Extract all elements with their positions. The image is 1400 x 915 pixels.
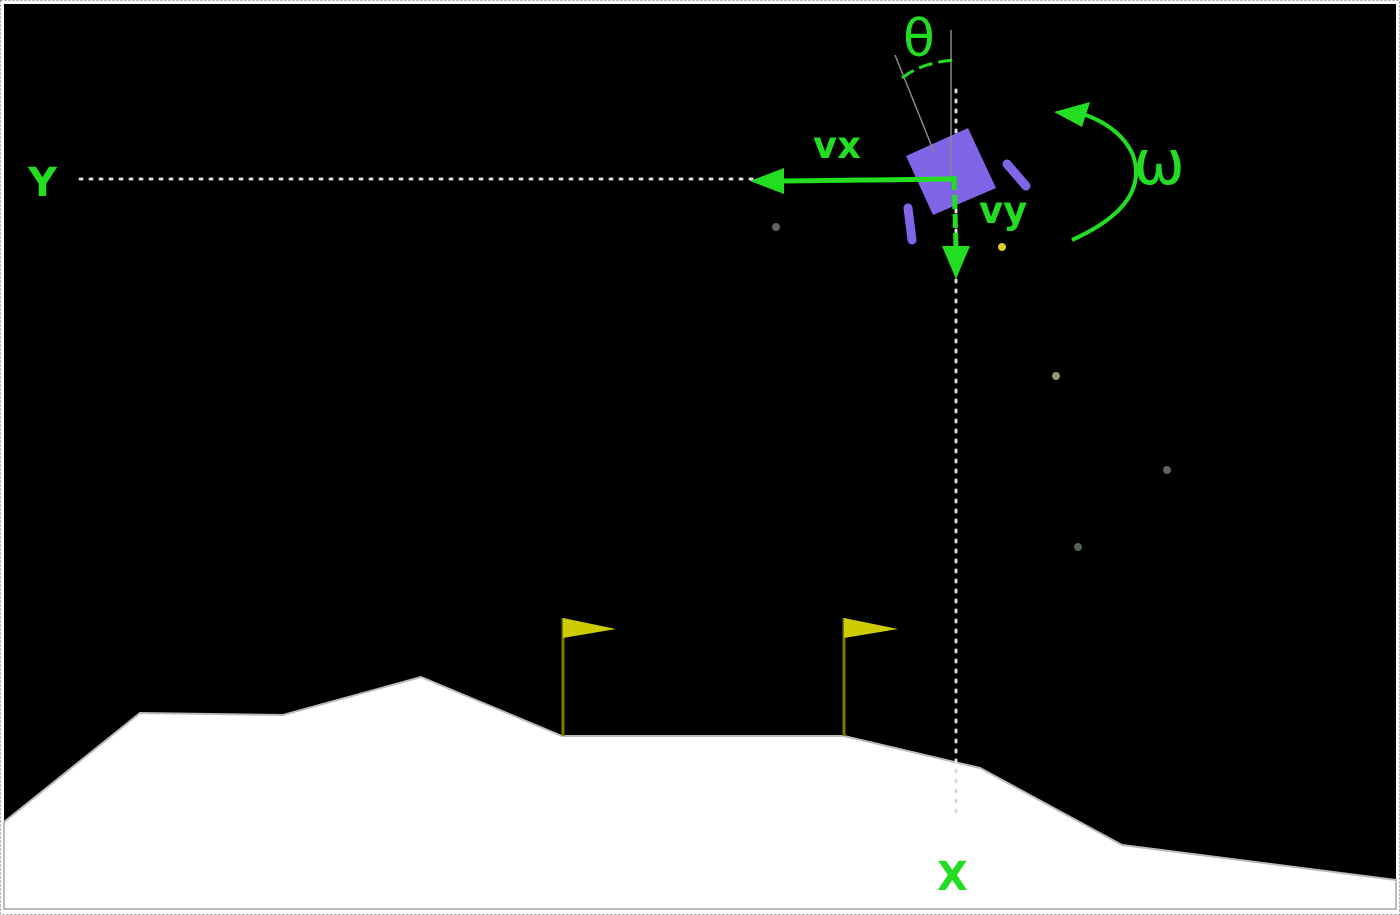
vy-arrowhead (942, 246, 970, 279)
omega-arc (1071, 111, 1139, 242)
particle (772, 223, 780, 231)
lander-axis-line (894, 54, 935, 153)
vx-arrow (781, 176, 953, 184)
vy-label: vy (979, 189, 1027, 232)
vx-arrowhead (750, 168, 784, 194)
vy-arrow (951, 175, 959, 249)
lander-leg-right (1002, 159, 1031, 191)
theta-arc (901, 58, 957, 80)
landing-flag-left (561, 618, 616, 736)
omega-arrowhead (1054, 102, 1090, 127)
x-axis-label: X (937, 854, 968, 900)
y-axis-label: Y (27, 160, 58, 206)
particle (1163, 466, 1171, 474)
particle (1074, 543, 1082, 551)
lander-leg-left (903, 203, 917, 245)
particle (1052, 372, 1060, 380)
omega-label: ω (1133, 126, 1185, 199)
vx-label: vx (813, 124, 861, 167)
theta-label: θ (903, 9, 935, 69)
landing-flag-right (842, 618, 898, 736)
particle (998, 243, 1006, 251)
lunar-terrain (3, 675, 1397, 910)
